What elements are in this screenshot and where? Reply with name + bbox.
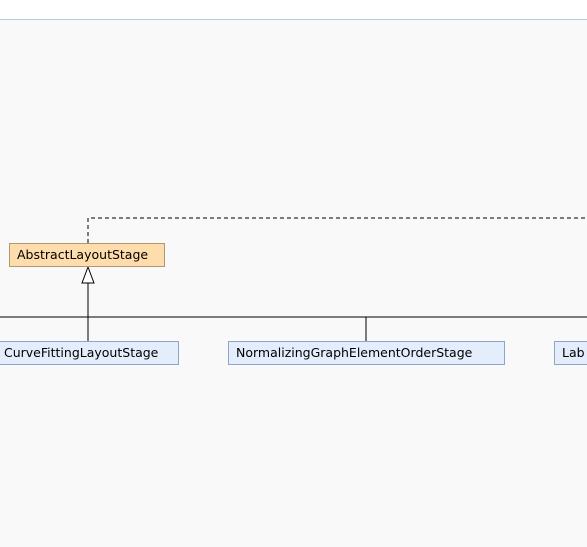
- node-label: NormalizingGraphElementOrderStage: [236, 345, 473, 360]
- node-normalizing-graph-element-order-stage[interactable]: NormalizingGraphElementOrderStage: [228, 341, 505, 365]
- node-curve-fitting-layout-stage[interactable]: CurveFittingLayoutStage: [0, 341, 179, 365]
- node-label: Lab: [562, 345, 585, 360]
- node-label-partial[interactable]: Lab: [554, 341, 587, 365]
- node-label: CurveFittingLayoutStage: [4, 345, 159, 360]
- node-abstract-layout-stage[interactable]: AbstractLayoutStage: [9, 243, 165, 267]
- dashed-dependency-edge: [87, 217, 587, 243]
- generalization-arrowhead: [81, 265, 95, 284]
- top-toolbar-strip: [0, 0, 587, 19]
- header-divider: [0, 19, 587, 20]
- diagram-canvas[interactable]: [0, 20, 587, 547]
- node-label: AbstractLayoutStage: [17, 247, 149, 262]
